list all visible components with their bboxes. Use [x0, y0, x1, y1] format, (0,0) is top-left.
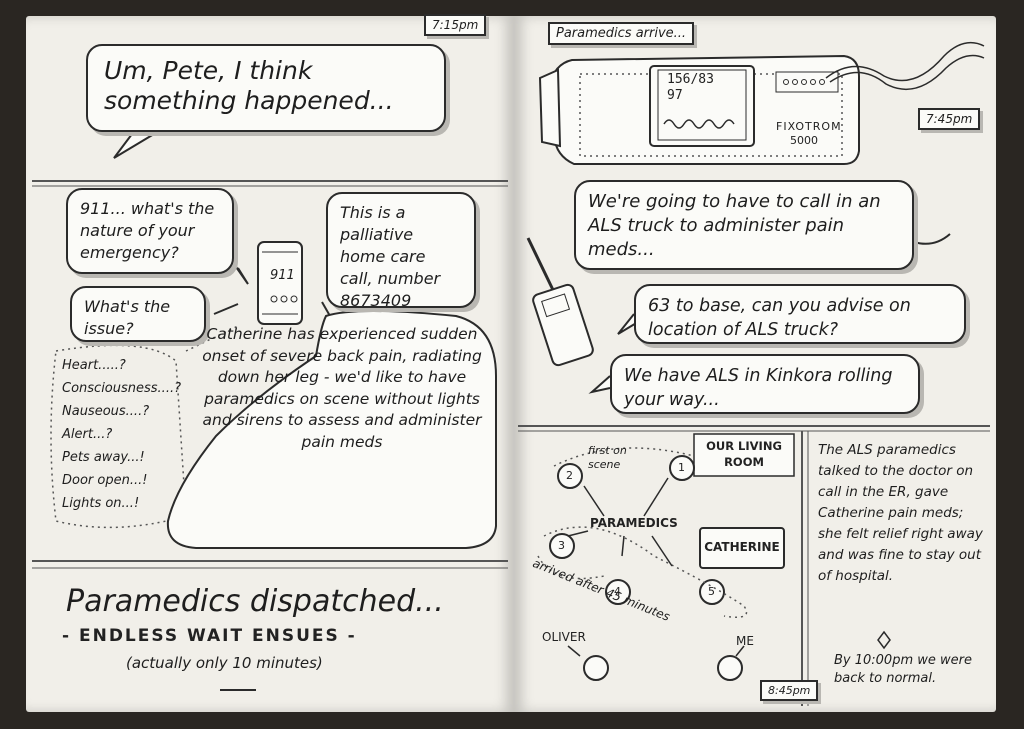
arrive-caption: Paramedics arrive...: [548, 22, 695, 45]
speech-bubble-radio-call: 63 to base, can you advise on location o…: [634, 284, 966, 344]
speech-bubble-dispatcher-q1: 911... what's the nature of your emergen…: [66, 188, 234, 274]
monitor-brand: FIXOTROM: [776, 120, 842, 133]
checklist-item: Alert...?: [62, 427, 113, 442]
ending-text: The ALS paramedics talked to the doctor …: [818, 442, 983, 584]
paramedic-number-4: 4: [614, 585, 621, 598]
speech-bubble-caller-reply: This is a palliative home care call, num…: [326, 192, 476, 310]
me-label: ME: [736, 634, 754, 648]
checklist-item: Door open...!: [62, 473, 148, 488]
right-page: Paramedics arrive...: [514, 16, 996, 712]
speech-bubble-paramedic: We're going to have to call in an ALS tr…: [574, 180, 914, 270]
speech-bubble-pete: Um, Pete, I think something happened...: [86, 44, 446, 132]
speech-bubble-radio-reply: We have ALS in Kinkora rolling your way.…: [610, 354, 920, 414]
dispatched-subtitle: - ENDLESS WAIT ENSUES -: [62, 626, 357, 646]
catherine-description: Catherine has experienced sudden onset o…: [202, 325, 482, 451]
speech-bubble-dispatcher-q2: What's the issue?: [70, 286, 206, 342]
checklist-item: Pets away...!: [62, 450, 145, 465]
first-on-scene-label: first on scene: [588, 444, 627, 471]
paramedic-number-2: 2: [566, 469, 573, 482]
paramedic-number-3: 3: [558, 539, 565, 552]
dispatched-title: Paramedics dispatched...: [66, 584, 444, 619]
ending-time: By 10:00pm we were back to normal.: [834, 653, 972, 686]
left-page-drawing: [32, 125, 508, 691]
checklist-item: Consciousness....?: [62, 381, 181, 396]
dispatched-note: (actually only 10 minutes): [126, 654, 323, 672]
time-stamp-745: 7:45pm: [918, 108, 981, 130]
right-page-drawing: [518, 41, 990, 706]
checklist-item: Nauseous....?: [62, 404, 150, 419]
paramedic-number-5: 5: [708, 585, 715, 598]
monitor-reading-bp: 156/83: [667, 72, 714, 87]
checklist-item: Heart.....?: [62, 358, 126, 373]
time-stamp-845: 8:45pm: [760, 680, 819, 701]
monitor-model: 5000: [790, 134, 818, 147]
symptom-checklist: Heart.....? Consciousness....? Nauseous.…: [62, 354, 182, 515]
left-page: 7:15pm Um, Pete, I think something happe…: [26, 14, 514, 712]
oliver-label: OLIVER: [542, 630, 586, 644]
checklist-item: Lights on...!: [62, 496, 140, 511]
room-label: OUR LIVING ROOM: [706, 439, 782, 469]
phone-screen-911: 911: [270, 268, 295, 283]
catherine-label: CATHERINE: [704, 540, 780, 554]
time-stamp-715: 7:15pm: [424, 14, 487, 36]
paramedics-label: PARAMEDICS: [590, 516, 678, 530]
monitor-reading-hr: 97: [667, 88, 683, 103]
paramedic-number-1: 1: [678, 461, 685, 474]
